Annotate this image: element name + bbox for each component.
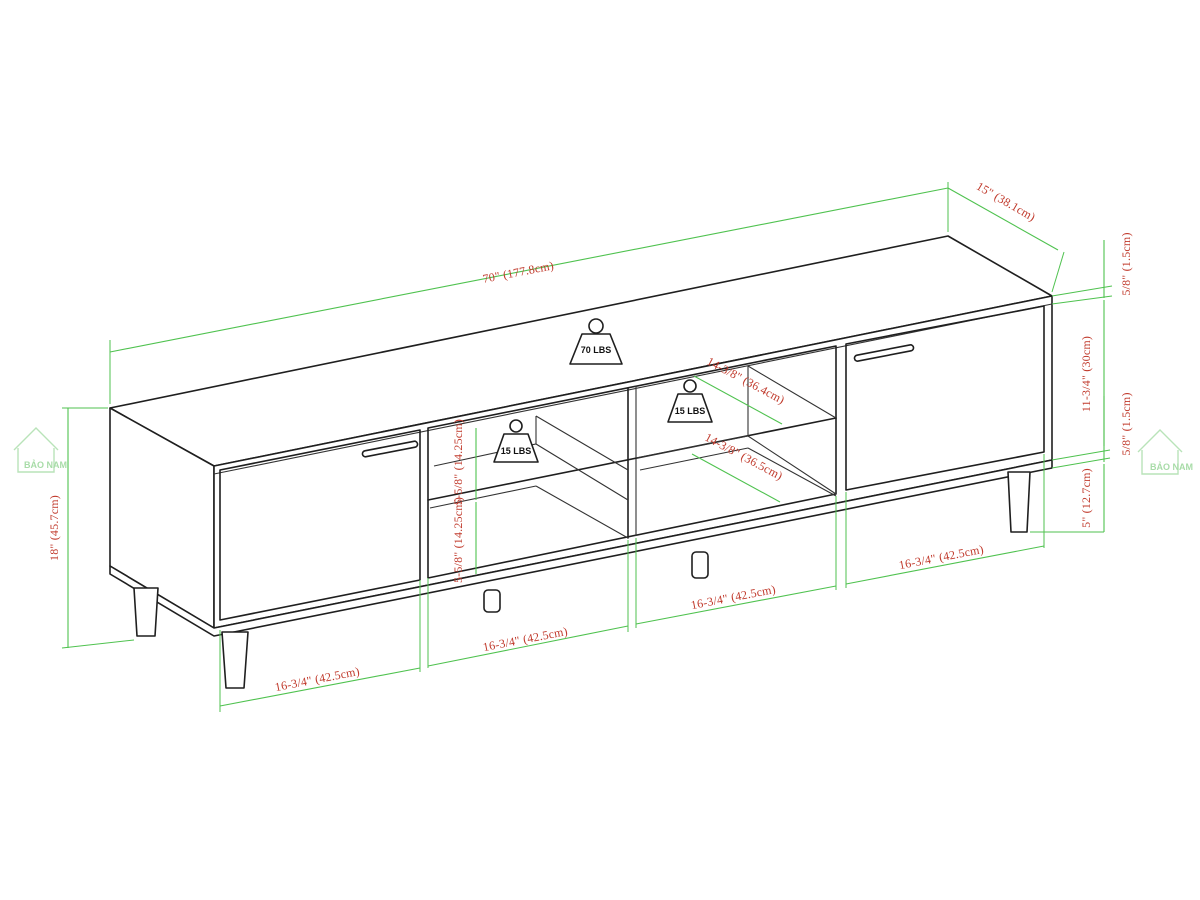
label-depth: 15" (38.1cm) — [974, 179, 1038, 224]
leg-front-left — [221, 631, 249, 689]
leg-front-right — [1007, 471, 1031, 533]
dim-bottom-thickness: 5/8" (1.5cm) — [1051, 392, 1133, 469]
label-right-door-width: 16-3/4" (42.5cm) — [898, 542, 985, 572]
weight-label-top: 70 LBS — [581, 345, 612, 355]
right-door-handle — [853, 344, 915, 362]
label-cabinet-height: 11-3/4" (30cm) — [1079, 336, 1093, 412]
back-legs — [483, 551, 709, 613]
weight-icon-left-shelf: 15 LBS — [493, 419, 539, 463]
dim-top-thickness: 5/8" (1.5cm) — [1051, 232, 1133, 305]
label-overall-height: 18" (45.7cm) — [47, 495, 61, 561]
back-leg-right — [691, 551, 709, 579]
middle-shelf-front — [427, 417, 837, 501]
dim-cabinet-height: 11-3/4" (30cm) — [1079, 300, 1105, 446]
right-lower-interior — [639, 447, 837, 497]
label-lower-opening-height: 5-5/8" (14.25cm) — [451, 497, 465, 583]
dim-lower-opening-height: 5-5/8" (14.25cm) — [451, 497, 477, 583]
left-lower-interior — [429, 485, 629, 539]
dim-leg-height: 5" (12.7cm) — [1030, 464, 1105, 533]
dim-overall-height: 18" (45.7cm) — [47, 407, 135, 649]
watermark-logo-far-right: BẢO NAM — [1137, 429, 1193, 475]
back-leg-left — [483, 589, 501, 613]
top-edge-line — [213, 303, 1053, 475]
left-upper-back — [535, 415, 629, 471]
right-door — [845, 305, 1045, 491]
label-left-door-width: 16-3/4" (42.5cm) — [274, 664, 361, 694]
label-leg-height: 5" (12.7cm) — [1079, 468, 1093, 528]
weight-label-right-shelf: 15 LBS — [675, 406, 706, 416]
label-left-opening-width: 16-3/4" (42.5cm) — [482, 624, 569, 654]
left-door-handle — [361, 440, 419, 458]
front-legs — [133, 471, 1031, 689]
label-overall-width: 70" (177.8cm) — [481, 258, 555, 286]
watermark-text-far-right: BẢO NAM — [1150, 461, 1193, 472]
watermark-logo-left: BẢO NAM — [13, 427, 67, 473]
label-upper-opening-height: 5-5/8" (14.25cm) — [451, 419, 465, 505]
watermark-text-left: BẢO NAM — [24, 459, 67, 470]
label-top-thickness: 5/8" (1.5cm) — [1119, 232, 1133, 295]
weight-icon-top: 70 LBS — [569, 318, 623, 365]
weight-icon-right-shelf: 15 LBS — [667, 379, 713, 423]
dim-upper-opening-height: 5-5/8" (14.25cm) — [451, 419, 477, 505]
right-upper-back — [747, 365, 837, 436]
label-bottom-thickness: 5/8" (1.5cm) — [1119, 392, 1133, 455]
weight-label-left-shelf: 15 LBS — [501, 446, 532, 456]
tv-stand — [109, 235, 1053, 637]
leg-left-back — [133, 587, 159, 637]
label-right-opening-width: 16-3/4" (42.5cm) — [690, 582, 777, 612]
